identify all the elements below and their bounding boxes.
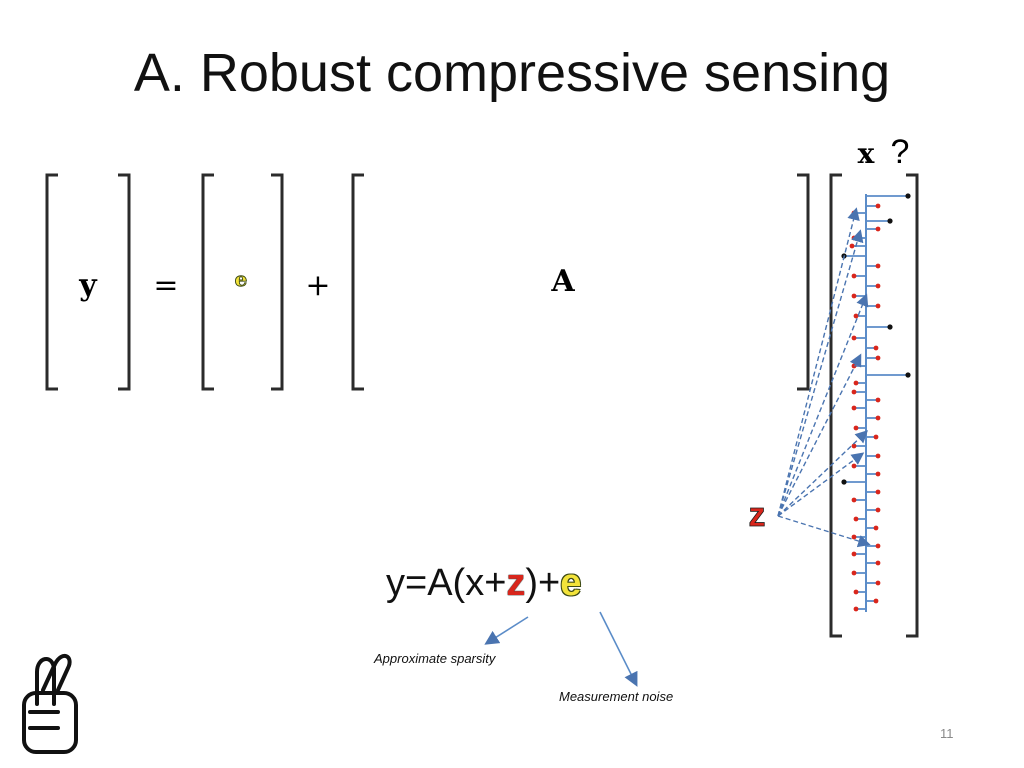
brackets (45, 173, 919, 638)
question-mark: ? (891, 133, 910, 171)
small-coefficient-dot (875, 560, 881, 566)
plus-symbol: + (305, 268, 330, 303)
small-coefficient-dot (851, 405, 857, 411)
e-left-bracket (201, 173, 214, 391)
z-pointer-arrow (777, 229, 864, 517)
z-pointer-arrow (777, 452, 865, 517)
large-coefficient-dot (887, 218, 893, 224)
small-coefficient-dot (851, 389, 857, 395)
small-coefficient-dot (873, 434, 879, 440)
model-equation: y=A(x+z)+e (386, 560, 581, 606)
y-symbol: y (78, 268, 98, 303)
a-left-bracket (351, 173, 364, 391)
small-coefficient-dot (875, 580, 881, 586)
large-coefficient-dot (887, 324, 893, 330)
small-coefficient-dot (873, 598, 879, 604)
small-coefficient-dot (851, 570, 857, 576)
small-coefficient-dot (875, 489, 881, 495)
z-pointer-arrow (777, 430, 869, 517)
small-coefficient-dot (849, 243, 855, 249)
e-right-bracket (271, 173, 284, 391)
e-symbol: e (235, 267, 248, 291)
small-coefficient-dot (851, 497, 857, 503)
small-coefficient-dot (875, 507, 881, 513)
z-pointer-arrow (777, 207, 860, 517)
large-coefficient-dot (905, 372, 911, 378)
small-coefficient-dot (875, 397, 881, 403)
x-left-bracket (829, 173, 842, 638)
large-coefficient-dot (841, 479, 847, 485)
y-right-bracket (118, 173, 131, 391)
small-coefficient-dot (851, 235, 857, 241)
equation-z: z (506, 562, 526, 604)
small-coefficient-dot (875, 283, 881, 289)
small-coefficient-dot (851, 551, 857, 557)
small-coefficient-dot (875, 415, 881, 421)
small-coefficient-dot (875, 203, 881, 209)
large-coefficient-dot (905, 193, 911, 199)
small-coefficient-dot (851, 463, 857, 469)
small-coefficient-dot (853, 313, 859, 319)
small-coefficient-dot (873, 525, 879, 531)
small-coefficient-dot (875, 263, 881, 269)
x-right-bracket (906, 173, 919, 638)
small-coefficient-dot (875, 303, 881, 309)
approximate-sparsity-note: Approximate sparsity (374, 651, 496, 666)
slide-title: A. Robust compressive sensing (133, 43, 891, 103)
small-coefficient-dot (851, 335, 857, 341)
z-label: z (749, 496, 766, 534)
small-coefficient-dot (853, 516, 859, 522)
small-coefficient-dot (873, 345, 879, 351)
small-coefficient-dot (851, 534, 857, 540)
small-coefficient-dot (853, 425, 859, 431)
a-right-bracket (797, 173, 810, 391)
stem-plot (841, 193, 911, 612)
a-matrix-symbol: A (550, 264, 575, 299)
equals-symbol: = (153, 268, 178, 303)
z-pointer-arrow (777, 353, 862, 517)
equation-e: e (560, 562, 582, 604)
small-coefficient-dot (875, 453, 881, 459)
small-coefficient-dot (853, 380, 859, 386)
slide-number: 11 (940, 726, 954, 741)
small-coefficient-dot (853, 606, 859, 612)
small-coefficient-dot (851, 273, 857, 279)
crossed-fingers-icon (22, 653, 78, 754)
small-coefficient-dot (875, 355, 881, 361)
noise-arrow (599, 611, 638, 687)
small-coefficient-dot (875, 226, 881, 232)
x-symbol: x (858, 137, 875, 170)
sparsity-arrow (484, 616, 529, 645)
small-coefficient-dot (853, 589, 859, 595)
equation-prefix: y=A(x+ (386, 562, 507, 604)
measurement-noise-note: Measurement noise (559, 689, 674, 704)
z-arrows (777, 207, 871, 548)
small-coefficient-dot (875, 543, 881, 549)
y-left-bracket (45, 173, 58, 391)
small-coefficient-dot (851, 443, 857, 449)
small-coefficient-dot (875, 471, 881, 477)
equation-middle: )+ (525, 562, 561, 604)
small-coefficient-dot (851, 293, 857, 299)
